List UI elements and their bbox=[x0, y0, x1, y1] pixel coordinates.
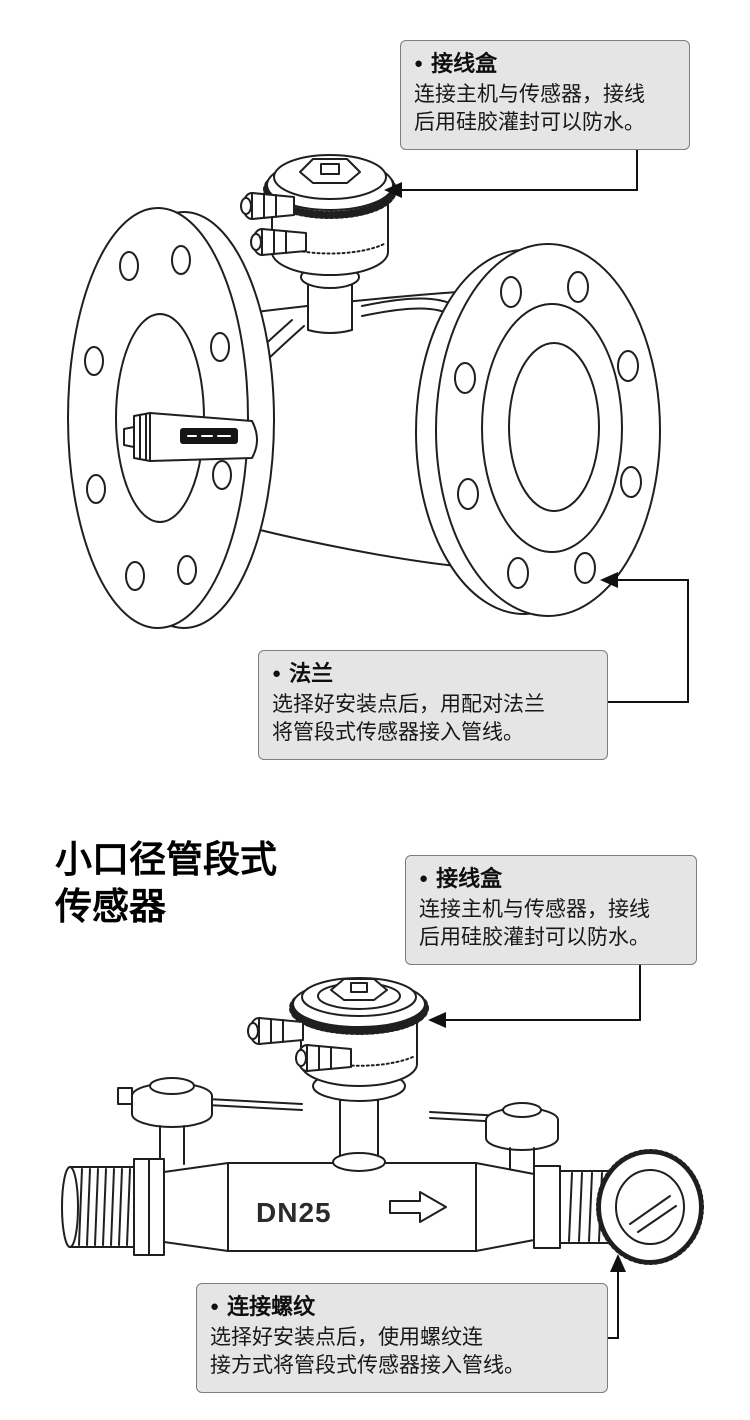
callout-title: ● 接线盒 bbox=[414, 50, 676, 78]
left-sensor-clamp bbox=[117, 1077, 213, 1165]
bullet-icon: ● bbox=[414, 55, 424, 73]
section-title-line1: 小口径管段式 bbox=[55, 839, 277, 880]
connector-junction-box-top bbox=[384, 145, 638, 198]
callout-title-text: 法兰 bbox=[289, 661, 334, 686]
callout-body-line: 将管段式传感器接入管线。 bbox=[272, 721, 524, 745]
callout-flange: ● 法兰 选择好安装点后，用配对法兰 将管段式传感器接入管线。 bbox=[258, 650, 608, 761]
callout-title: ● 法兰 bbox=[272, 660, 594, 688]
connector-junction-box-bottom bbox=[428, 958, 641, 1028]
callout-title-text: 接线盒 bbox=[436, 866, 503, 891]
section-title-line2: 传感器 bbox=[55, 886, 166, 928]
arrowhead bbox=[610, 1254, 626, 1272]
callout-body-line: 连接主机与传感器，接线 bbox=[414, 82, 645, 106]
callout-junction-box-top: ● 接线盒 连接主机与传感器，接线 后用硅胶灌封可以防水。 bbox=[400, 40, 690, 151]
callout-title: ● 接线盒 bbox=[419, 865, 683, 893]
callout-title-text: 接线盒 bbox=[431, 51, 498, 76]
bullet-icon: ● bbox=[272, 665, 282, 683]
pipe-assembly bbox=[61, 1149, 704, 1265]
arrowhead bbox=[600, 572, 618, 588]
connector-thread bbox=[608, 1254, 626, 1339]
callout-body: 选择好安装点后，使用螺纹连 接方式将管段式传感器接入管线。 bbox=[210, 1324, 594, 1382]
bullet-icon: ● bbox=[210, 1298, 220, 1316]
callout-body-line: 接方式将管段式传感器接入管线。 bbox=[210, 1354, 525, 1378]
connector-flange bbox=[600, 572, 689, 703]
right-sensor-clamp bbox=[485, 1102, 559, 1177]
callout-body-line: 选择好安装点后，使用螺纹连 bbox=[210, 1325, 483, 1349]
arrowhead bbox=[428, 1012, 446, 1028]
callout-body-line: 选择好安装点后，用配对法兰 bbox=[272, 692, 545, 716]
flow-direction-arrow bbox=[389, 1191, 447, 1223]
callout-body-line: 后用硅胶灌封可以防水。 bbox=[419, 926, 650, 950]
callout-title: ● 连接螺纹 bbox=[210, 1293, 594, 1321]
threaded-sensor-illustration: DN25 bbox=[61, 977, 704, 1265]
callout-body-line: 后用硅胶灌封可以防水。 bbox=[414, 111, 645, 135]
callout-thread: ● 连接螺纹 选择好安装点后，使用螺纹连 接方式将管段式传感器接入管线。 bbox=[196, 1283, 608, 1394]
callout-body: 连接主机与传感器，接线 后用硅胶灌封可以防水。 bbox=[419, 896, 683, 954]
callout-junction-box-bottom: ● 接线盒 连接主机与传感器，接线 后用硅胶灌封可以防水。 bbox=[405, 855, 697, 966]
arrowhead bbox=[384, 182, 402, 198]
callout-connectors bbox=[384, 145, 689, 1339]
flange-right bbox=[415, 243, 661, 617]
section-title: 小口径管段式 传感器 bbox=[55, 836, 277, 931]
dn25-label: DN25 bbox=[256, 1197, 332, 1228]
callout-body: 选择好安装点后，用配对法兰 将管段式传感器接入管线。 bbox=[272, 691, 594, 749]
callout-title-text: 连接螺纹 bbox=[227, 1294, 316, 1319]
junction-box-device2 bbox=[247, 977, 429, 1172]
callout-body: 连接主机与传感器，接线 后用硅胶灌封可以防水。 bbox=[414, 81, 676, 139]
flanged-sensor-illustration bbox=[67, 154, 661, 629]
insertion-probe bbox=[123, 412, 258, 462]
bullet-icon: ● bbox=[419, 870, 429, 888]
callout-body-line: 连接主机与传感器，接线 bbox=[419, 897, 650, 921]
junction-box-device1 bbox=[240, 154, 397, 334]
